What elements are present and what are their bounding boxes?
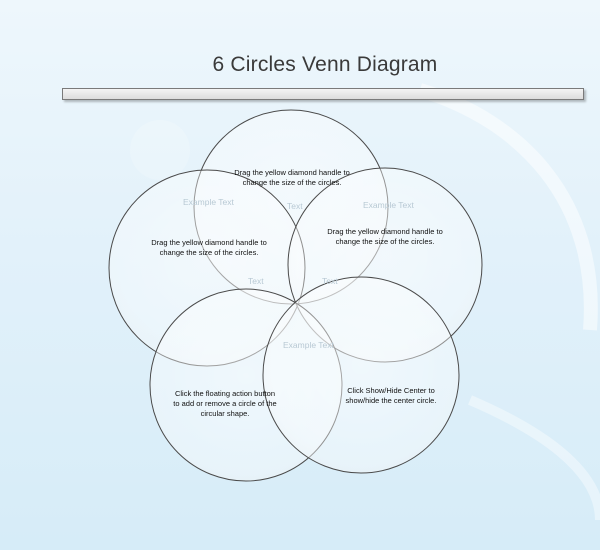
faint-text-mid-right: Text [322,276,338,286]
label-right-circle: Drag the yellow diamond handle to change… [327,227,443,246]
faint-text-mid-left: Text [248,276,264,286]
label-bottom-left-circle: Click the floating action button to add … [173,389,277,418]
faint-example-text-right: Example Text [363,200,414,210]
faint-example-text-left: Example Text [183,197,234,207]
label-top-circle: Drag the yellow diamond handle to change… [234,168,350,187]
faint-example-text-center: Example Text [283,340,334,350]
label-bottom-right-circle: Click Show/Hide Center to show/hide the … [345,386,437,405]
title-underline-bar [62,88,584,100]
venn-circle-bottom-right[interactable] [262,276,460,474]
page-title: 6 Circles Venn Diagram [212,53,438,76]
label-left-circle: Drag the yellow diamond handle to change… [151,238,267,257]
faint-text-top: Text [287,201,303,211]
